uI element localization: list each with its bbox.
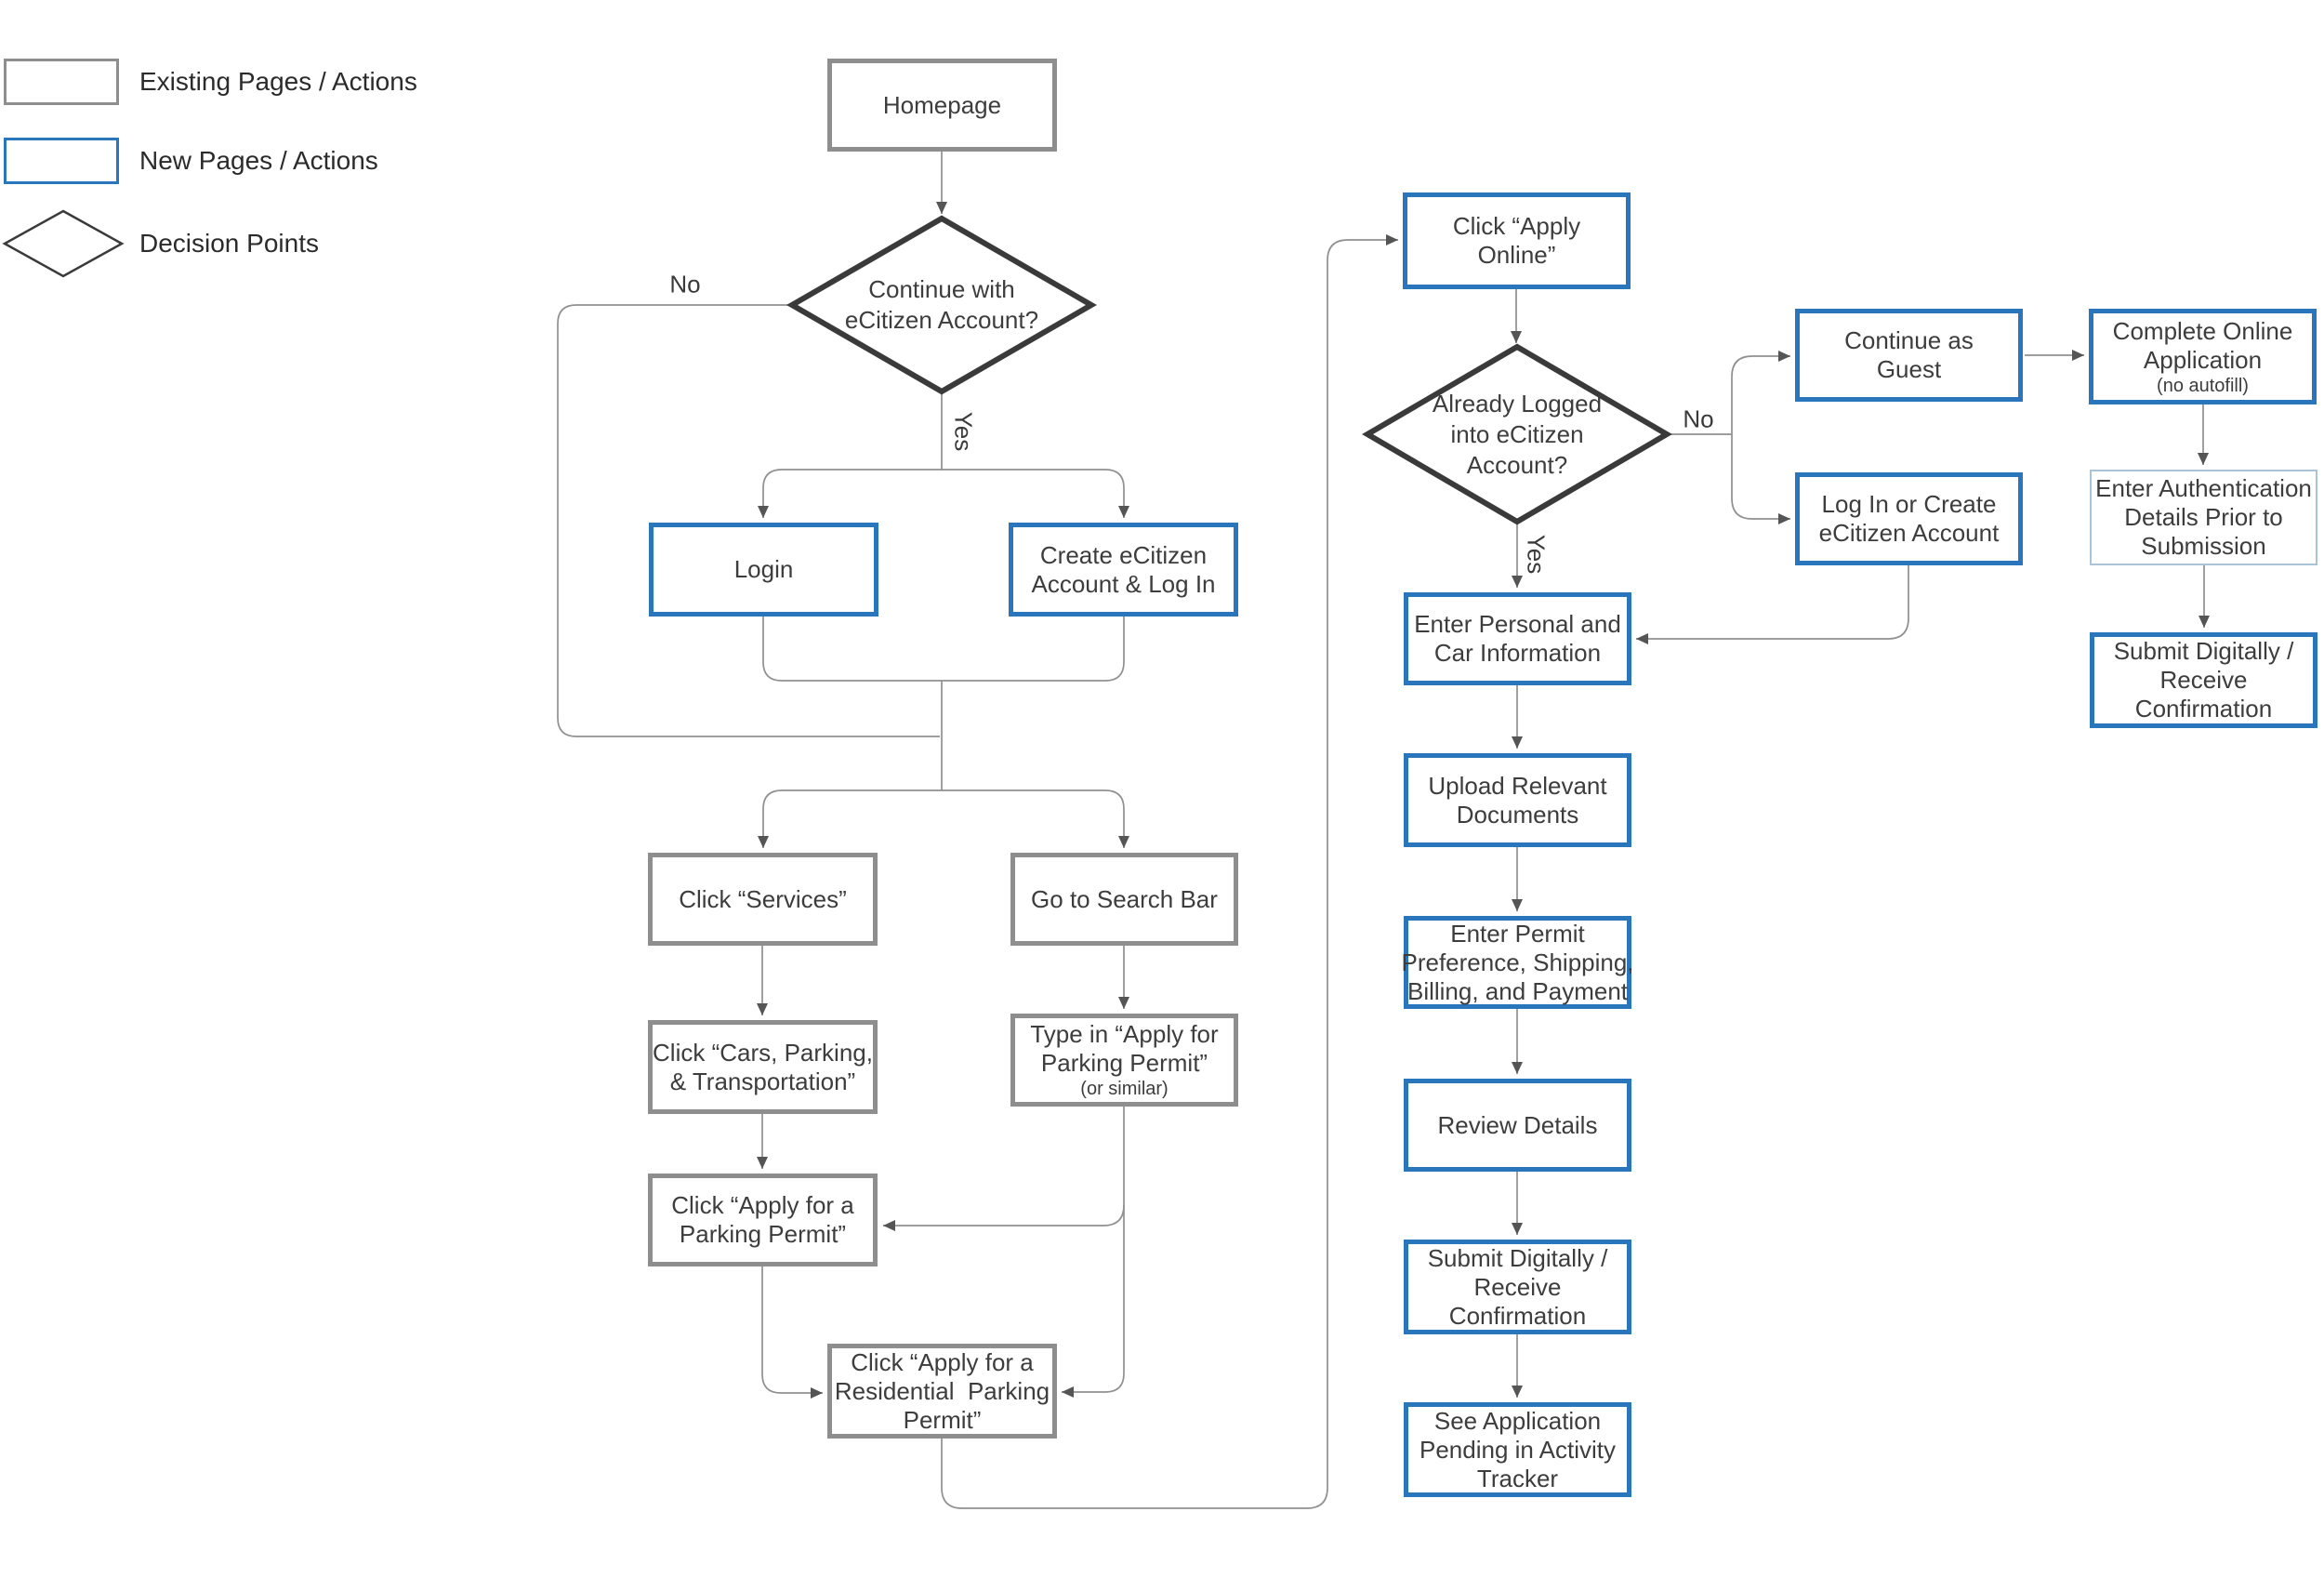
flow-node-text: Account & Log In [1031,569,1216,598]
connector-18 [1731,351,1790,434]
flow-node-text: Log In or Create [1821,490,1997,518]
connector-13 [883,1204,1125,1231]
flow-node-subtext: (no autofill) [2157,375,2249,396]
flow-node-text: Click “Apply for a [671,1191,854,1219]
connector-8 [942,789,1129,848]
flow-node-text: Online” [1477,241,1556,269]
connector-1 [557,304,940,737]
decision-shape-group [786,215,1672,525]
flow-node-text: Receive [1473,1272,1562,1301]
flow-node-text: Confirmation [2134,695,2273,723]
flow-node-text: Billing, and Payment [1406,976,1629,1005]
connector-14 [761,1266,823,1399]
decision-diamond-swatch [2,209,125,278]
flow-node-text: Upload Relevant [1428,771,1607,800]
decision-shape-already-logged-decision [1362,343,1672,525]
flow-node-text: Submit Digitally / [1427,1243,1608,1272]
flow-node-subtext: (or similar) [1080,1079,1169,1099]
legend-label: Existing Pages / Actions [139,67,417,96]
flow-node-text: Car Information [1433,639,1602,667]
connector-5 [762,617,1125,682]
existing-page-swatch [4,59,119,105]
flow-node-text: Click “Services” [679,884,847,913]
flow-node-text: Documents [1456,800,1579,829]
new-page-swatch [4,138,119,184]
flow-node-text: Go to Search Bar [1031,884,1218,913]
flow-node-text: Click “Apply for a [851,1347,1034,1376]
connector-22 [1636,565,1909,644]
flow-node-text: Login [733,555,794,583]
flow-node-review-details: Review Details [1404,1079,1631,1172]
flow-node-text: Details Prior to [2124,503,2283,531]
flow-node-text: Permit” [903,1405,982,1434]
connector-3 [758,469,942,518]
flow-node-text: See Application [1433,1406,1602,1435]
connector-15 [941,234,1398,1509]
flow-node-text: eCitizen Account [1818,519,2000,547]
flow-node-click-services: Click “Services” [648,853,878,946]
flow-node-text: Click “Cars, Parking, [653,1038,873,1067]
flow-node-text: Parking Permit” [679,1220,847,1248]
flow-node-text: & Transportation” [669,1067,856,1095]
connector-4 [942,469,1129,518]
legend-item-existing: Existing Pages / Actions [4,59,417,105]
edge-label-no-0: No [669,270,701,298]
edge-label-yes-1: Yes [949,411,978,452]
flow-node-text: Homepage [882,90,1002,119]
legend-item-new: New Pages / Actions [4,138,378,184]
flow-node-text: Enter Permit [1450,919,1585,948]
flow-node-text: Submission [2141,532,2266,560]
flow-node-text: Pending in Activity [1419,1435,1616,1464]
flow-node-text: Submit Digitally / [2113,637,2294,665]
flow-node-text: Review Details [1437,1110,1598,1139]
flow-node-text: Preference, Shipping, [1401,948,1634,976]
connector-12 [1062,1107,1125,1398]
flow-node-text: Tracker [1476,1464,1559,1492]
flow-node-login: Login [649,523,878,617]
flow-node-text: Type in “Apply for [1030,1020,1219,1048]
flow-node-text: Application [2143,345,2263,374]
flow-node-text: Residential Parking [834,1376,1050,1405]
flow-node-go-to-search-bar: Go to Search Bar [1010,853,1238,946]
flow-node-text: Enter Authentication [2095,474,2312,502]
edge-label-yes-3: Yes [1522,534,1551,575]
flow-node-text: Parking Permit” [1040,1049,1208,1077]
flow-node-homepage: Homepage [827,59,1057,152]
flow-node-text: Continue as [1844,326,1974,354]
legend-label: Decision Points [139,229,319,258]
flow-node-click-cars-parking: Click “Cars, Parking,& Transportation” [648,1020,878,1114]
connector-19 [1731,434,1790,524]
flow-node-text: Click “Apply [1452,212,1581,240]
flow-node-text: Create eCitizen [1039,540,1208,569]
decision-shape-continue-ecitizen-decision [786,215,1097,395]
flow-node-text: Confirmation [1448,1301,1587,1330]
edge-label-no-2: No [1683,404,1714,433]
flow-node-text: Complete Online [2112,316,2293,345]
legend-label: New Pages / Actions [139,146,378,175]
flow-node-text: Guest [1876,355,1942,383]
connector-7 [758,789,942,848]
flow-node-text: Enter Personal and [1414,610,1621,638]
flow-node-text: Receive [2159,666,2248,694]
edge-group [557,152,2210,1509]
legend-item-decision: Decision Points [2,208,319,279]
